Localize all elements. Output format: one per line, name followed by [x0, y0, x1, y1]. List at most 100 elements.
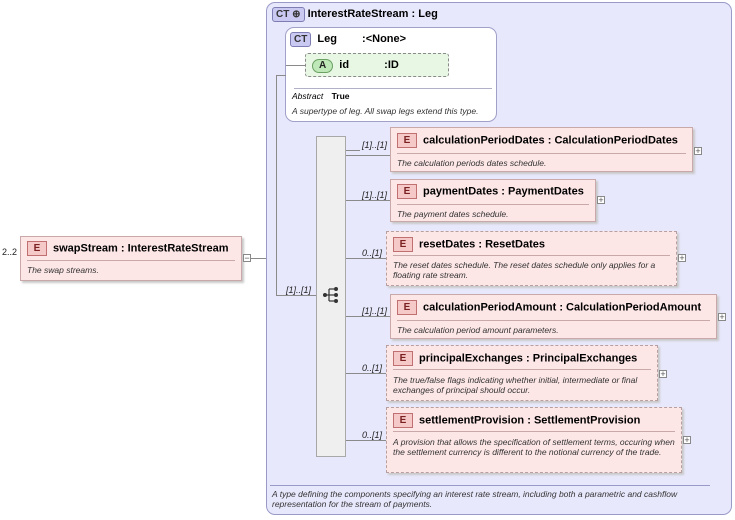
element-separator: [393, 431, 675, 432]
element-separator: [397, 153, 686, 154]
element-badge: E: [397, 184, 417, 199]
root-element-type: InterestRateStream: [127, 242, 229, 255]
root-index: 2..2: [2, 247, 18, 257]
element-badge: E: [27, 241, 47, 256]
connector-line: [276, 75, 277, 296]
sequence-cardinality: [1]..[1]: [286, 285, 312, 295]
type-separator: :: [527, 414, 531, 427]
complex-type-base: Leg: [418, 8, 438, 20]
element-type: PrincipalExchanges: [532, 352, 638, 365]
element-cardinality: 0..[1]: [362, 430, 383, 440]
complex-type-name: InterestRateStream: [307, 8, 409, 20]
element-name: calculationPeriodAmount: [423, 301, 557, 314]
abstract-row: Abstract True: [292, 91, 350, 101]
expand-button[interactable]: +: [683, 435, 691, 445]
type-separator: :: [478, 238, 482, 251]
element-separator: [393, 369, 651, 370]
type-separator: :: [547, 134, 552, 147]
type-separator: :: [559, 301, 563, 314]
complex-type-header: CT ⊕ InterestRateStream : Leg: [272, 7, 438, 22]
base-type-name: Leg: [317, 33, 337, 45]
element-doc: The payment dates schedule.: [397, 209, 509, 219]
element-cardinality: 0..[1]: [362, 248, 383, 258]
expand-button[interactable]: +: [597, 195, 605, 205]
element-type: CalculationPeriodAmount: [566, 301, 702, 314]
element-separator: [397, 320, 710, 321]
element-name: principalExchanges: [419, 352, 523, 365]
base-type-base: <None>: [365, 33, 407, 45]
element-name: paymentDates: [423, 185, 499, 198]
element-doc: The reset dates schedule. The reset date…: [393, 260, 656, 280]
root-element-doc: The swap streams.: [27, 265, 99, 275]
element-name: settlementProvision: [419, 414, 525, 427]
abstract-value: True: [331, 91, 350, 101]
element-separator: [27, 260, 235, 261]
complex-type-doc: A type defining the components specifyin…: [272, 489, 678, 509]
element-separator: [397, 204, 589, 205]
base-type-header: CT Leg :<None>: [290, 32, 406, 47]
element-badge: E: [393, 413, 413, 428]
element-badge: E: [397, 133, 417, 148]
connector-line: [276, 295, 316, 296]
connector-line: [346, 155, 390, 156]
type-separator: :: [384, 59, 388, 71]
connector-line: [251, 258, 277, 259]
connector-line: [346, 200, 390, 201]
complex-type-separator: [270, 485, 710, 486]
element-name: resetDates: [419, 238, 476, 251]
attribute-type: ID: [387, 59, 399, 71]
attribute-icon: A: [312, 59, 334, 73]
connector-line: [286, 65, 306, 66]
connector-line: [346, 150, 360, 151]
element-separator: [393, 255, 670, 256]
element-cardinality: [1]..[1]: [362, 190, 388, 200]
element-badge: E: [393, 351, 413, 366]
sequence-compositor[interactable]: [316, 136, 346, 457]
type-separator: :: [411, 8, 416, 20]
element-cardinality: [1]..[1]: [362, 140, 388, 150]
element-name: calculationPeriodDates: [423, 134, 545, 147]
element-cardinality: [1]..[1]: [362, 306, 388, 316]
element-type: ResetDates: [485, 238, 545, 251]
complex-type-icon: CT ⊕: [272, 7, 305, 22]
connector-line: [346, 258, 386, 259]
type-separator: :: [501, 185, 505, 198]
element-type: SettlementProvision: [533, 414, 641, 427]
attribute-id[interactable]: A id :ID: [305, 53, 449, 77]
root-element-name: swapStream: [53, 242, 118, 255]
attribute-name: id: [339, 59, 350, 71]
element-doc: The calculation period amount parameters…: [397, 325, 559, 335]
connector-line: [276, 75, 286, 76]
element-doc: The true/false flags indicating whether …: [393, 375, 638, 395]
base-type-separator: [294, 88, 492, 89]
abstract-label: Abstract: [292, 91, 324, 101]
connector-line: [346, 373, 386, 374]
complex-type-icon: CT: [290, 32, 312, 47]
expand-button[interactable]: +: [718, 312, 726, 322]
expand-button[interactable]: +: [659, 369, 667, 379]
element-type: CalculationPeriodDates: [554, 134, 678, 147]
element-badge: E: [397, 300, 417, 315]
connector-line: [346, 316, 390, 317]
element-type: PaymentDates: [508, 185, 584, 198]
expand-button[interactable]: +: [694, 146, 702, 156]
element-doc: The calculation periods dates schedule.: [397, 158, 547, 168]
element-badge: E: [393, 237, 413, 252]
type-separator: :: [120, 242, 125, 255]
connector-line: [346, 440, 386, 441]
expand-button[interactable]: +: [678, 253, 686, 263]
type-separator: :: [362, 33, 366, 45]
sequence-compositor-icon: [323, 287, 338, 303]
element-doc: A provision that allows the specificatio…: [393, 437, 675, 457]
element-cardinality: 0..[1]: [362, 363, 383, 373]
base-type-doc: A supertype of leg. All swap legs extend…: [292, 106, 479, 116]
type-separator: :: [526, 352, 530, 365]
collapse-button[interactable]: −: [243, 253, 251, 263]
